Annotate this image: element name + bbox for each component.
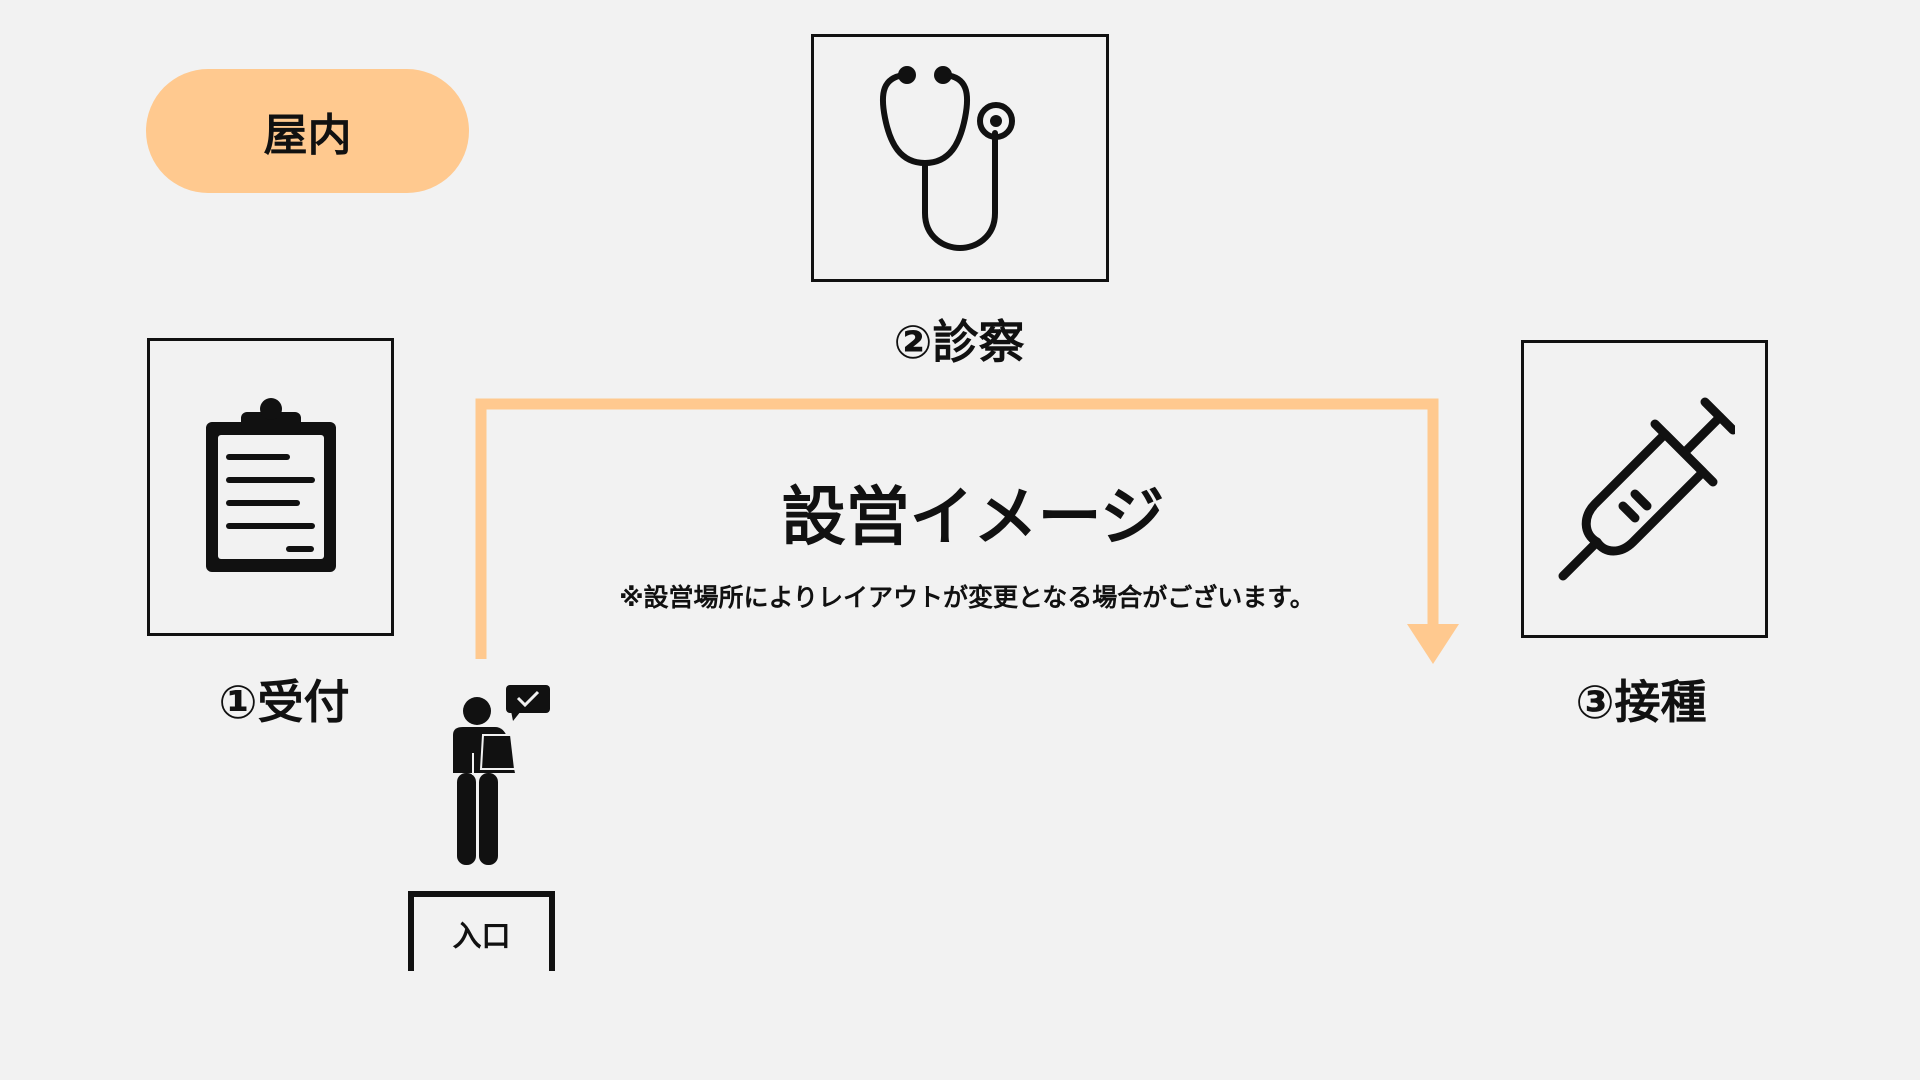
- step-label-vaccination: ③接種: [1575, 675, 1707, 729]
- indoor-badge-label: 屋内: [263, 110, 352, 161]
- step-label-consultation: ②診察: [893, 315, 1025, 369]
- step-label-reception: ①受付: [218, 675, 350, 729]
- indoor-badge: 屋内: [146, 69, 469, 193]
- vaccination-box: [1521, 340, 1768, 638]
- stethoscope-icon: [879, 66, 1015, 252]
- entrance-label: 入口: [452, 919, 511, 953]
- arrow-head-icon: [1407, 624, 1459, 664]
- diagram-title: 設営イメージ: [781, 481, 1165, 555]
- reception-box: [147, 338, 394, 636]
- person-with-checklist-icon: [453, 685, 550, 865]
- layout-note: ※設営場所によりレイアウトが変更となる場合がございます。: [619, 583, 1315, 612]
- consultation-box: [811, 34, 1109, 282]
- clipboard-icon: [205, 398, 336, 572]
- syringe-icon: [1558, 397, 1735, 581]
- entrance: 入口: [408, 891, 555, 971]
